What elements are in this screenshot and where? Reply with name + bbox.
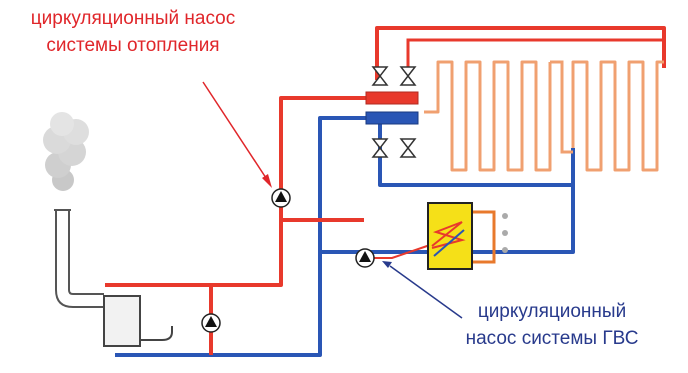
dhw-pump-pointer bbox=[382, 261, 463, 319]
floor-heating-coil-1 bbox=[424, 60, 552, 172]
dhw-pump-label: циркуляционный насос системы ГВС bbox=[428, 298, 676, 352]
valve-icon bbox=[372, 138, 388, 158]
dhw-pump-label-line2: насос системы ГВС bbox=[465, 328, 639, 349]
water-heater-icon bbox=[427, 202, 508, 270]
pump-icon bbox=[201, 313, 221, 333]
dhw-supply-line bbox=[372, 244, 431, 259]
floor-heating-coil-2 bbox=[571, 60, 664, 172]
pump-icon bbox=[355, 248, 375, 268]
smoke-icon bbox=[43, 112, 89, 191]
heating-pump-label: циркуляционный насос системы отопления bbox=[2, 5, 264, 59]
manifold-riser bbox=[406, 38, 664, 72]
heating-pump-pointer bbox=[202, 81, 272, 188]
pump-icon bbox=[271, 188, 291, 208]
return-manifold bbox=[365, 111, 419, 125]
supply-manifold bbox=[365, 91, 419, 105]
coil-link bbox=[550, 60, 573, 154]
valve-icon bbox=[400, 66, 416, 86]
boiler-icon bbox=[103, 295, 173, 347]
valve-icon bbox=[400, 138, 416, 158]
heating-pump-label-line1: циркуляционный насос bbox=[30, 8, 236, 29]
heating-pump-label-line2: системы отопления bbox=[46, 35, 220, 56]
dhw-pump-label-line1: циркуляционный bbox=[477, 301, 627, 322]
chimney-icon bbox=[54, 209, 104, 308]
